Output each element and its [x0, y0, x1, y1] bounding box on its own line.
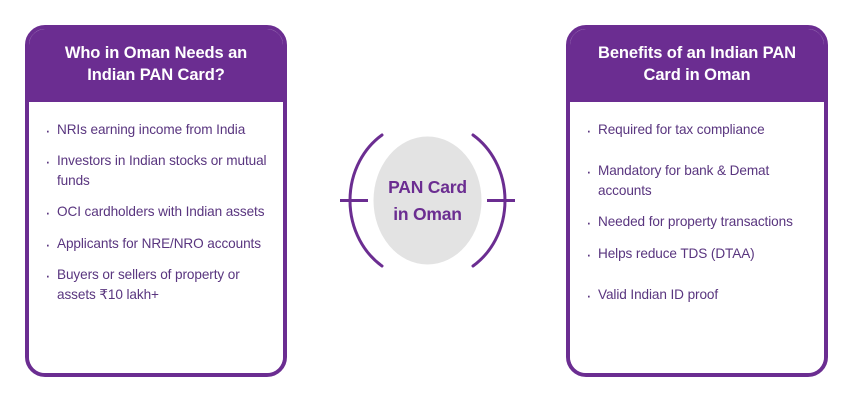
center-node: PAN Card in Oman: [340, 118, 515, 283]
ring-arc-left: [348, 133, 384, 268]
right-card-body: Required for tax compliance Mandatory fo…: [570, 101, 824, 373]
list-item: Applicants for NRE/NRO accounts: [43, 233, 269, 258]
list-item: Mandatory for bank & Demat accounts: [584, 160, 810, 200]
right-card-title: Benefits of an Indian PAN Card in Oman: [570, 29, 824, 102]
right-card: Benefits of an Indian PAN Card in Oman R…: [566, 25, 828, 377]
list-item: Investors in Indian stocks or mutual fun…: [43, 150, 269, 190]
list-item: NRIs earning income from India: [43, 119, 269, 144]
list-item: Required for tax compliance: [584, 119, 810, 144]
right-card-bullet-list: Required for tax compliance Mandatory fo…: [584, 119, 810, 309]
list-item: Helps reduce TDS (DTAA): [584, 243, 810, 268]
ring-arc-right: [471, 133, 507, 268]
list-item: Valid Indian ID proof: [584, 284, 810, 309]
left-card-body: NRIs earning income from India Investors…: [29, 101, 283, 373]
left-card: Who in Oman Needs an Indian PAN Card? NR…: [25, 25, 287, 377]
center-ellipse-fill: [373, 136, 482, 265]
left-card-title: Who in Oman Needs an Indian PAN Card?: [29, 29, 283, 102]
list-item: Buyers or sellers of property or assets …: [43, 264, 269, 304]
list-item: Needed for property transactions: [584, 211, 810, 236]
left-card-bullet-list: NRIs earning income from India Investors…: [43, 119, 269, 304]
list-item: OCI cardholders with Indian assets: [43, 201, 269, 226]
